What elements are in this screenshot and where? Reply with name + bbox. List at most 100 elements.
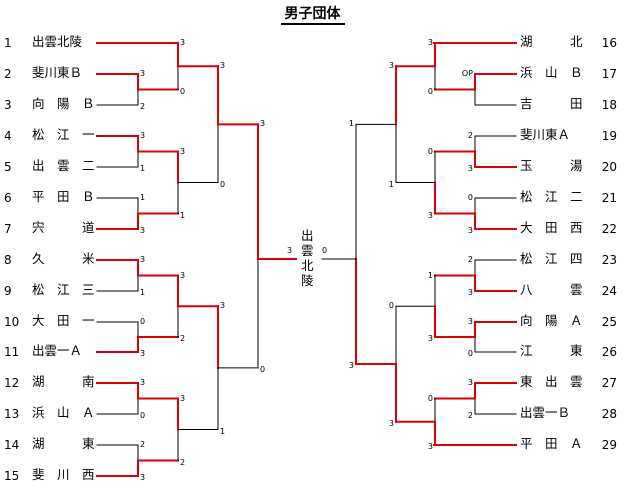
team-name: 大 田 一: [32, 313, 95, 328]
score-label: 2: [140, 440, 146, 449]
seed-number: 8: [4, 253, 12, 267]
score-label: 3: [180, 38, 186, 47]
score-label: 3: [467, 317, 473, 326]
seed-number: 13: [4, 407, 20, 421]
score-label: 3: [180, 393, 186, 403]
seed-number: 12: [4, 376, 20, 390]
seed-number: 11: [4, 345, 20, 359]
seed-number: 15: [4, 469, 20, 483]
team-name: 斐 川 西: [32, 467, 95, 482]
score-label: 3: [220, 61, 226, 71]
score-label: 3: [467, 378, 473, 387]
seed-number: 29: [601, 438, 617, 452]
score-label: 0: [220, 179, 226, 189]
team-name: 平 田 Ｂ: [32, 189, 95, 204]
score-label: 2: [180, 457, 186, 467]
seed-number: 26: [601, 345, 617, 359]
score-label: 3: [467, 164, 473, 173]
team-name: 出 雲 二: [32, 158, 95, 173]
team-name: 宍 道: [32, 220, 95, 235]
score-label: 3: [427, 38, 433, 47]
team-name: 松 江 一: [32, 127, 95, 142]
score-label: 0: [140, 411, 146, 420]
team-name: 向 陽 Ａ: [520, 313, 583, 328]
score-label: 0: [140, 317, 146, 326]
score-label: 3: [260, 119, 266, 129]
score-label: 0: [467, 349, 473, 358]
seed-number: 3: [4, 98, 12, 112]
seed-number: 20: [601, 160, 617, 174]
champion-name-char: 出: [301, 228, 314, 243]
seed-number: 25: [601, 315, 617, 329]
team-name: 松 江 四: [520, 251, 583, 266]
score-label: 1: [180, 210, 186, 220]
seed-number: 6: [4, 191, 12, 205]
champion-name-char: 陵: [301, 273, 314, 288]
score-label: 1: [140, 288, 146, 297]
score-label: 3: [140, 255, 146, 264]
team-name: 向 陽 Ｂ: [32, 96, 95, 111]
score-label: 3: [427, 334, 433, 343]
score-label: 1: [388, 179, 394, 189]
seed-number: 14: [4, 438, 20, 452]
score-label: 3: [388, 61, 394, 71]
score-label: 0: [427, 86, 433, 96]
seed-number: 1: [4, 36, 12, 50]
seed-number: 7: [4, 222, 12, 236]
seed-number: 18: [601, 98, 617, 112]
score-label: 2: [180, 334, 186, 343]
score-label: 1: [140, 164, 146, 173]
score-label: 1: [348, 119, 354, 129]
seed-number: 22: [601, 222, 617, 236]
team-name: 東 出 雲: [520, 374, 583, 389]
score-label: 3: [427, 442, 433, 451]
seed-number: 16: [601, 36, 617, 50]
final-score-left: 3: [287, 246, 293, 255]
score-label: 0: [467, 193, 473, 202]
score-label: 3: [140, 226, 146, 235]
team-name: 湖 東: [32, 436, 95, 451]
score-label: 3: [388, 418, 394, 428]
team-name: 斐川東Ａ: [520, 127, 571, 142]
score-label: 1: [427, 270, 433, 280]
score-label: 3: [220, 301, 226, 311]
team-name: 八 雲: [520, 282, 583, 297]
team-name: 松 江 三: [32, 282, 95, 297]
score-label: 3: [467, 288, 473, 297]
seed-number: 9: [4, 284, 12, 298]
team-name: 平 田 Ａ: [520, 436, 583, 451]
page-title: 男子団体: [0, 3, 625, 25]
score-label: 3: [348, 361, 354, 370]
score-label: 0: [180, 86, 186, 96]
seed-number: 21: [601, 191, 617, 205]
team-name: 吉 田: [520, 96, 583, 111]
seed-number: 4: [4, 129, 12, 143]
score-label: 1: [140, 193, 146, 202]
score-label: 3: [180, 270, 186, 280]
score-label: OP: [461, 69, 473, 78]
team-name: 出雲一Ｂ: [520, 405, 571, 420]
seed-number: 23: [601, 253, 617, 267]
team-name: 出雲一Ａ: [32, 343, 83, 358]
champion-name-char: 雲: [301, 243, 314, 258]
team-name: 久 米: [32, 251, 95, 266]
final-score-right: 0: [322, 246, 328, 255]
team-name: 出雲北陵: [32, 34, 83, 49]
team-name: 斐川東Ｂ: [32, 65, 83, 80]
team-name: 湖 南: [32, 374, 95, 389]
seed-number: 5: [4, 160, 12, 174]
score-label: 0: [260, 364, 266, 374]
score-label: 3: [467, 226, 473, 235]
team-name: 大 田 西: [520, 220, 583, 235]
team-name: 浜 山 Ｂ: [520, 65, 583, 80]
score-label: 3: [427, 210, 433, 220]
seed-number: 17: [601, 67, 617, 81]
score-label: 2: [140, 102, 146, 111]
score-label: 3: [140, 131, 146, 140]
score-label: 0: [427, 393, 433, 403]
score-label: 3: [140, 378, 146, 387]
team-name: 江 東: [520, 343, 583, 358]
score-label: 3: [180, 146, 186, 156]
score-label: 0: [427, 146, 433, 156]
